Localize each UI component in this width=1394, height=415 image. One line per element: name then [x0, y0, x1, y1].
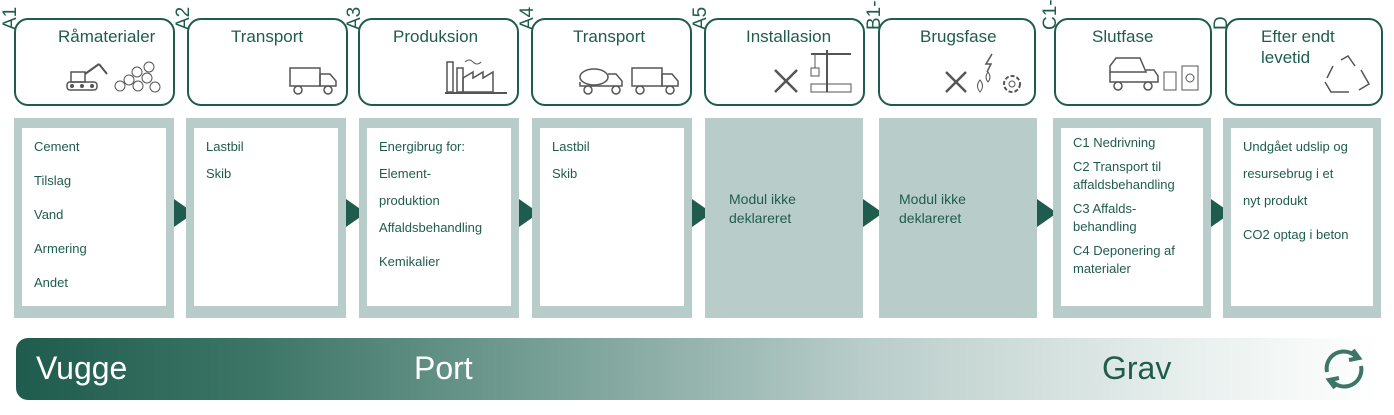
list-item: Kemikalier	[379, 254, 440, 269]
factory-icon	[445, 59, 507, 94]
stage-a4: A4 Transport	[517, 7, 692, 106]
list-item: nyt produkt	[1243, 193, 1308, 208]
list-item: produktion	[379, 193, 440, 208]
list-item: Skib	[206, 166, 232, 181]
list-item: Skib	[552, 166, 578, 181]
detail-card: Cement Tilslag Vand Armering Andet	[22, 128, 166, 306]
detail-card: C1 Nedrivning C2 Transport til affaldsbe…	[1061, 128, 1203, 306]
module-not-declared: Modul ikke deklareret	[899, 191, 966, 226]
list-item: Lastbil	[552, 139, 590, 154]
stage-code: D	[1211, 16, 1232, 30]
list-item: Vand	[34, 207, 64, 222]
stage-code: A3	[344, 6, 365, 30]
stage-title: Slutfase	[1092, 27, 1154, 46]
lifecycle-bar: Vugge Port Grav	[16, 338, 1379, 400]
detail-column-c1-c4: C1 Nedrivning C2 Transport til affaldsbe…	[1053, 118, 1211, 318]
detail-column-d: Undgået udslip og resursebrug i et nyt p…	[1223, 118, 1381, 318]
detail-card: Undgået udslip og resursebrug i et nyt p…	[1231, 128, 1373, 306]
list-item: C2 Transport til affaldsbehandling	[1073, 159, 1175, 192]
list-item: Cement	[34, 139, 80, 154]
cycle-icon	[1324, 348, 1364, 390]
excavator-materials-icon	[66, 61, 161, 93]
tools-water-energy-icon	[945, 53, 1021, 93]
stage-a2: A2 Transport	[173, 7, 348, 106]
stage-title: Transport	[573, 27, 646, 46]
detail-column-a5: Modul ikke deklareret	[705, 118, 863, 318]
flow-arrow	[1037, 199, 1057, 227]
bar-label-port: Port	[414, 350, 473, 386]
list-item: Affaldsbehandling	[379, 220, 483, 235]
list-item: Energibrug for:	[379, 139, 465, 154]
module-not-declared: Modul ikke deklareret	[729, 191, 796, 226]
stage-code: A4	[517, 6, 538, 30]
recycle-icon	[1324, 55, 1371, 93]
stage-code: B1-B7	[864, 0, 885, 30]
list-item: resursebrug i et	[1243, 166, 1334, 181]
list-item: Undgået udslip og	[1243, 139, 1348, 154]
stage-title: Installasion	[746, 27, 832, 46]
list-item: Armering	[34, 241, 87, 256]
detail-column-a1: Cement Tilslag Vand Armering Andet	[14, 118, 174, 318]
detail-column-a2: Lastbil Skib	[186, 118, 346, 318]
list-item: CO2 optag i beton	[1243, 227, 1349, 242]
list-item: Element-	[379, 166, 432, 181]
list-item: Lastbil	[206, 139, 244, 154]
mixer-truck-icon	[579, 67, 679, 95]
stage-title: Råmaterialer	[58, 27, 156, 46]
stage-code: C1-C4	[1040, 0, 1061, 30]
stage-a5: A5 Installasion	[690, 7, 865, 106]
detail-card: Lastbil Skib	[540, 128, 684, 306]
detail-column-a4: Lastbil Skib	[532, 118, 692, 318]
bar-label-grav: Grav	[1102, 350, 1172, 386]
detail-card: Lastbil Skib	[194, 128, 338, 306]
list-item: Andet	[34, 275, 68, 290]
stage-b1-b7: B1-B7 Brugsfase	[864, 0, 1036, 106]
truck-icon	[289, 67, 337, 95]
stage-title: Produksion	[393, 27, 479, 46]
flow-arrow	[863, 199, 883, 227]
stage-a1: A1 Råmaterialer	[0, 7, 175, 106]
bar-label-vugge: Vugge	[36, 350, 128, 386]
stage-code: A5	[690, 6, 711, 30]
list-item: C3 Affalds-behandling	[1073, 201, 1137, 234]
detail-card: Energibrug for: Element- produktion Affa…	[367, 128, 511, 306]
stage-title: Efter endt levetid	[1261, 27, 1335, 67]
stage-a3: A3 Produksion	[344, 7, 519, 106]
crane-tools-icon	[774, 50, 852, 93]
detail-column-b1-b7: Modul ikke deklareret	[879, 118, 1037, 318]
list-item: C1 Nedrivning	[1073, 135, 1156, 150]
stage-d: D Efter endt levetid	[1211, 16, 1383, 106]
stage-code: A2	[173, 6, 194, 30]
stage-title: Brugsfase	[920, 27, 997, 46]
list-item: C4 Deponering af materialer	[1073, 243, 1175, 276]
stage-title: Transport	[231, 27, 304, 46]
dump-truck-bins-icon	[1109, 57, 1199, 91]
stage-c1-c4: C1-C4 Slutfase	[1040, 0, 1212, 106]
stage-code: A1	[0, 6, 21, 30]
list-item: Tilslag	[34, 173, 72, 188]
detail-column-a3: Energibrug for: Element- produktion Affa…	[359, 118, 519, 318]
